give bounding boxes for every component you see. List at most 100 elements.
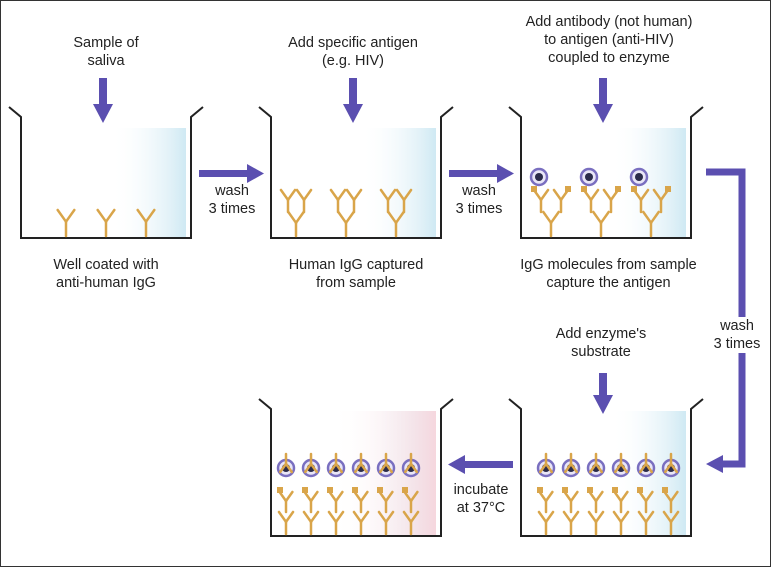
w4-detect-0-arm-left: [538, 462, 548, 474]
w2-capture-0-arm-right: [294, 210, 305, 225]
down-arrow-4: [593, 373, 613, 414]
w5-igg-3-arm-right: [359, 490, 369, 503]
step-3-top-line-3: coupled to enzyme: [548, 50, 670, 66]
w5-detect-4-arm-left: [378, 462, 388, 474]
w5-detect-2-arm-left: [328, 462, 338, 474]
w1-capture-2-arm-left: [136, 208, 148, 223]
well-2-tint: [361, 128, 436, 238]
w3-0-enzyme-core: [535, 173, 543, 181]
step-2-top-line-1: Add specific antigen: [288, 35, 418, 51]
w4-capture-1-arm-right: [569, 510, 580, 524]
w3-capture-1-arm-right: [599, 210, 610, 225]
w5-a-4-antigen: [377, 487, 383, 493]
w5-igg-4-arm-right: [384, 490, 394, 503]
w5-detect-0-arm-right: [284, 462, 294, 474]
wash-label-2-line-2: 3 times: [455, 201, 503, 217]
step-4-top-label: Add enzyme's substrate: [541, 325, 661, 361]
w4-igg-2-arm-right: [594, 490, 604, 503]
w5-igg-4-arm-left: [378, 490, 388, 503]
well-4: [508, 398, 704, 537]
w2-igg-l-0-arm-right: [286, 188, 297, 202]
w4-capture-5-arm-right: [669, 510, 680, 524]
step-2-bottom-line-2: from sample: [316, 275, 396, 291]
down-arrow-1: [93, 78, 113, 123]
w3-l-0-antigen: [531, 186, 537, 192]
well-5: [258, 398, 454, 537]
w2-igg-l-2-arm-left: [379, 188, 390, 202]
w5-detect-3-arm-left: [353, 462, 363, 474]
incubate-label-line-2: at 37°C: [456, 500, 506, 516]
well-1-tint: [111, 128, 186, 238]
w4-detect-2-arm-right: [594, 462, 604, 474]
w3-l-2-antigen: [631, 186, 637, 192]
w4-capture-3-arm-left: [612, 510, 623, 524]
w5-a-1-antigen: [302, 487, 308, 493]
wash-label-1: wash 3 times: [197, 182, 267, 218]
w2-igg-l-1-arm-right: [336, 188, 347, 202]
step-3-bottom-label: IgG molecules from sample capture the an…: [501, 256, 716, 292]
step-3-bottom-line-2: capture the antigen: [546, 275, 671, 291]
w5-capture-4-arm-right: [384, 510, 395, 524]
w2-igg-r-0-arm-left: [295, 188, 306, 202]
w4-detect-2-arm-left: [588, 462, 598, 474]
w2-capture-1-arm-right: [344, 210, 355, 225]
w5-igg-1-arm-left: [303, 490, 313, 503]
w2-igg-l-2-arm-right: [386, 188, 397, 202]
w5-capture-5-arm-right: [409, 510, 420, 524]
well-3-tint: [611, 128, 686, 238]
w5-a-5-antigen: [402, 487, 408, 493]
w5-capture-0-arm-right: [284, 510, 295, 524]
well-3: [508, 106, 704, 239]
w4-a-2-antigen: [587, 487, 593, 493]
well-2: [258, 106, 454, 239]
w5-igg-0-arm-right: [284, 490, 294, 503]
step-3-top-line-2: to antigen (anti-HIV): [544, 32, 674, 48]
w4-a-5-antigen: [662, 487, 668, 493]
w4-a-3-antigen: [612, 487, 618, 493]
w4-detect-5-arm-right: [669, 462, 679, 474]
step-2-bottom-label: Human IgG captured from sample: [271, 256, 441, 292]
w5-igg-0-arm-left: [278, 490, 288, 503]
w5-capture-1-arm-left: [302, 510, 313, 524]
w3-igg-l-1-arm-right: [589, 188, 600, 202]
w5-a-0-antigen: [277, 487, 283, 493]
w4-igg-5-arm-left: [663, 490, 673, 503]
w4-igg-1-arm-right: [569, 490, 579, 503]
wash-label-2: wash 3 times: [444, 182, 514, 218]
w2-igg-r-2-arm-right: [402, 188, 413, 202]
step-1-top-line-2: saliva: [87, 53, 125, 69]
w4-capture-2-arm-right: [594, 510, 605, 524]
w2-igg-r-1-arm-right: [352, 188, 363, 202]
w5-igg-5-arm-left: [403, 490, 413, 503]
w5-igg-2-arm-right: [334, 490, 344, 503]
wash-label-1-line-2: 3 times: [208, 201, 256, 217]
w4-detect-4-arm-right: [644, 462, 654, 474]
step-2-top-label: Add specific antigen (e.g. HIV): [273, 34, 433, 70]
w5-detect-3-arm-right: [359, 462, 369, 474]
w3-r-2-antigen: [665, 186, 671, 192]
w3-capture-1-arm-left: [592, 210, 603, 225]
w5-detect-1-arm-right: [309, 462, 319, 474]
w4-capture-4-arm-right: [644, 510, 655, 524]
w4-a-0-antigen: [537, 487, 543, 493]
w4-detect-1-arm-right: [569, 462, 579, 474]
w5-capture-0-arm-left: [277, 510, 288, 524]
w3-capture-2-arm-left: [642, 210, 653, 225]
w1-capture-2-arm-right: [144, 208, 156, 223]
step-2-top-line-2: (e.g. HIV): [321, 53, 385, 69]
w3-capture-0-arm-left: [542, 210, 553, 225]
w4-capture-0-arm-right: [544, 510, 555, 524]
w5-igg-3-arm-left: [353, 490, 363, 503]
w3-igg-r-1-arm-left: [602, 188, 613, 202]
w4-detect-1-arm-left: [563, 462, 573, 474]
w2-capture-1-arm-left: [337, 210, 348, 225]
w4-detect-4-arm-left: [638, 462, 648, 474]
w3-igg-l-0-arm-right: [539, 188, 550, 202]
wash-arrow-1: [199, 164, 264, 183]
w4-detect-3-arm-right: [619, 462, 629, 474]
step-3-top-line-1: Add antibody (not human): [525, 14, 693, 30]
w4-a-1-antigen: [562, 487, 568, 493]
w5-detect-5-arm-right: [409, 462, 419, 474]
